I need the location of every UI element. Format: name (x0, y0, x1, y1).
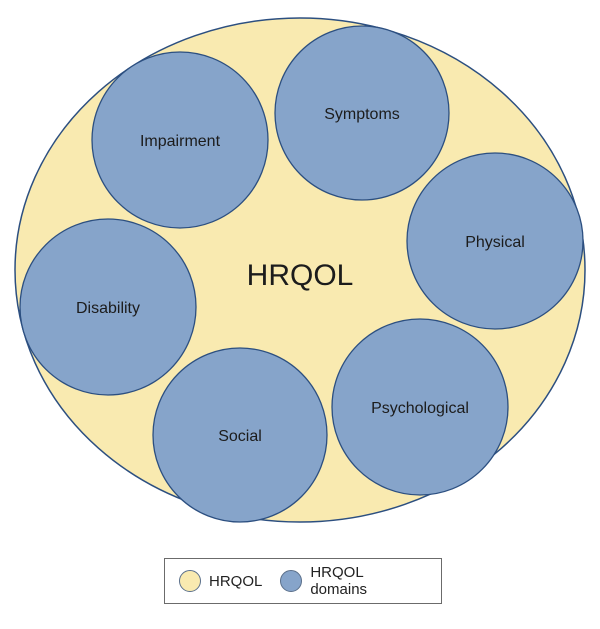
domain-disability: Disability (19, 218, 197, 396)
domain-circle (91, 51, 269, 229)
domain-psychological: Psychological (331, 318, 509, 496)
legend-label-domains: HRQOL domains (310, 564, 368, 598)
domain-symptoms: Symptoms (274, 25, 450, 201)
domain-circle (19, 218, 197, 396)
domain-label: Psychological (371, 400, 469, 417)
domain-social: Social (152, 347, 328, 523)
domain-label: Symptoms (324, 106, 400, 123)
domain-circle (152, 347, 328, 523)
domain-label: Social (218, 428, 262, 445)
hrqol-diagram: HRQOL Impairment Symptoms Physical Disab… (14, 17, 586, 523)
domain-swatch-icon (280, 570, 303, 592)
domain-label: Disability (76, 300, 140, 317)
domain-label: Impairment (140, 133, 221, 150)
domain-label: Physical (465, 234, 525, 251)
domain-circle (331, 318, 509, 496)
legend: HRQOL HRQOL domains (164, 558, 442, 604)
domain-impairment: Impairment (91, 51, 269, 229)
hrqol-swatch-icon (179, 570, 201, 592)
legend-item-hrqol: HRQOL (179, 570, 262, 592)
hrqol-center-label: HRQOL (247, 259, 354, 292)
domain-circle (274, 25, 450, 201)
legend-label-hrqol: HRQOL (209, 572, 263, 590)
domain-circle (406, 152, 584, 330)
legend-item-domains: HRQOL domains (280, 564, 423, 598)
domain-physical: Physical (406, 152, 584, 330)
